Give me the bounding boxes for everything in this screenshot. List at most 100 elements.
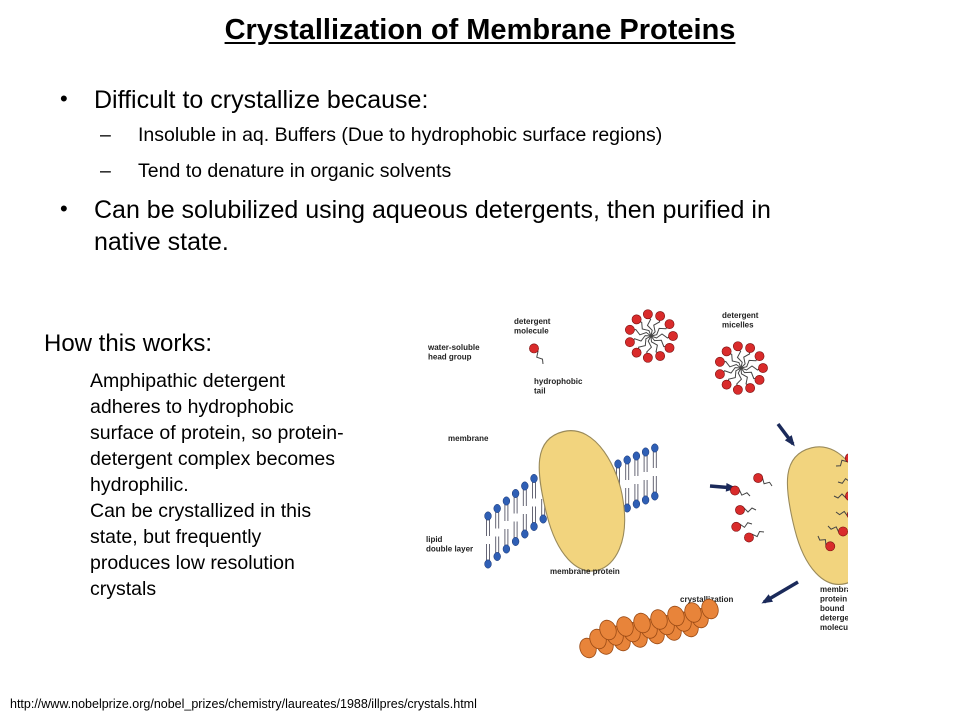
lipid: [493, 536, 501, 561]
lipid: [651, 443, 659, 468]
crystal-unit: [667, 605, 685, 627]
micelle-detergent: [740, 367, 756, 393]
detergent-head: [624, 337, 635, 348]
bullet-item: • Can be solubilized using aqueous deter…: [58, 194, 938, 258]
detergent-head: [753, 473, 764, 483]
detergent-head: [714, 369, 725, 380]
lipid: [484, 511, 492, 536]
lipid: [623, 455, 631, 480]
micelle-detergent: [650, 335, 666, 361]
lipid-head: [530, 474, 538, 483]
detergent-head: [655, 351, 666, 361]
lipid: [623, 488, 631, 513]
detergent-head: [745, 383, 756, 393]
bound-detergent: [833, 491, 848, 501]
slide-title: Crystallization of Membrane Proteins: [224, 14, 736, 46]
micelle-detergent: [624, 335, 652, 348]
sub-bullet-item: – Insoluble in aq. Buffers (Due to hydro…: [58, 122, 938, 148]
micelle-detergent: [650, 331, 678, 341]
detergent-head: [642, 352, 653, 363]
bullet-icon: •: [60, 86, 68, 111]
bound-detergent: [817, 535, 836, 552]
detergent-head: [758, 363, 768, 373]
detergent-head: [631, 314, 642, 325]
micelle-detergent: [631, 314, 652, 337]
detergent-head: [732, 384, 743, 395]
lipid-head: [484, 559, 492, 569]
micelle-detergent: [732, 341, 743, 369]
protein-crystal: [579, 598, 719, 659]
lipid: [521, 514, 529, 539]
source-url: http://www.nobelprize.org/nobel_prizes/c…: [10, 697, 477, 711]
detergent-head: [754, 351, 765, 362]
lipid-head: [521, 529, 529, 539]
lipid-head: [641, 447, 650, 457]
detergent-head: [838, 526, 848, 537]
how-explanation: Amphipathic detergent adheres to hydroph…: [90, 368, 430, 602]
detergent-head: [664, 319, 675, 330]
micelle-detergent: [624, 324, 652, 337]
detergent-head: [631, 347, 642, 358]
lipid: [484, 544, 492, 569]
bullet-text-line: native state.: [94, 228, 229, 256]
membrane-label: membrane: [448, 434, 489, 443]
detergent-head: [745, 343, 756, 353]
bullet-list: • Difficult to crystallize because: – In…: [58, 84, 938, 264]
detergent-head: [845, 491, 848, 501]
lipid-head: [521, 481, 529, 491]
lipid-head: [614, 459, 622, 469]
bound-detergent: [835, 510, 848, 518]
micelle-detergent: [642, 309, 653, 337]
lipid: [530, 474, 538, 499]
detergent-tail: [835, 510, 848, 517]
how-paragraph: Can be crystallized in this state, but f…: [90, 500, 312, 600]
crystal-unit: [701, 598, 719, 620]
lipid: [632, 451, 641, 476]
micelle-detergent: [714, 367, 742, 380]
micelle-detergent: [642, 335, 653, 363]
bound-detergent: [731, 521, 753, 532]
detergent-head: [825, 541, 836, 552]
arrow-to-crystal: [761, 580, 799, 604]
detergent-head: [655, 311, 666, 321]
detergent-head: [844, 453, 848, 463]
micelle-detergent: [740, 343, 756, 369]
bullet-text-line: Can be solubilized using aqueous deterge…: [94, 196, 771, 224]
micelle-detergent: [740, 363, 768, 373]
micelle-detergent: [650, 311, 666, 337]
lipid-head: [484, 511, 492, 521]
arrow-head: [761, 594, 773, 604]
detergent-head: [846, 511, 848, 518]
lipid-head: [493, 552, 501, 561]
crystal-unit: [684, 602, 702, 623]
bound-detergent: [744, 530, 765, 543]
lipid-head: [651, 443, 659, 453]
membrane-protein-label: membrane protein: [550, 567, 620, 576]
lipid: [502, 496, 511, 521]
lipid-head: [511, 537, 520, 546]
sub-bullet-item: – Tend to denature in organic solvents: [58, 158, 938, 184]
lipid: [539, 499, 547, 524]
micelle-detergent: [650, 319, 675, 337]
micelle-detergent: [650, 335, 675, 353]
lipid: [641, 447, 650, 472]
detergent-head: [732, 341, 743, 352]
bound-detergent: [827, 525, 848, 537]
arrow-head: [784, 435, 795, 447]
detergent-head: [664, 342, 675, 353]
detergent-head: [744, 532, 754, 543]
lipid-head: [651, 491, 659, 501]
how-heading: How this works:: [44, 330, 213, 357]
bullet-text: Difficult to crystallize because:: [94, 86, 429, 114]
crystal-unit: [633, 612, 651, 634]
lipid: [641, 480, 650, 505]
detergent-head: [721, 379, 732, 390]
lipid: [651, 476, 659, 501]
bound-detergent: [730, 485, 751, 497]
dash-icon: –: [100, 124, 111, 146]
detergent-head: [668, 331, 678, 341]
bullet-item: • Difficult to crystallize because:: [58, 84, 938, 116]
